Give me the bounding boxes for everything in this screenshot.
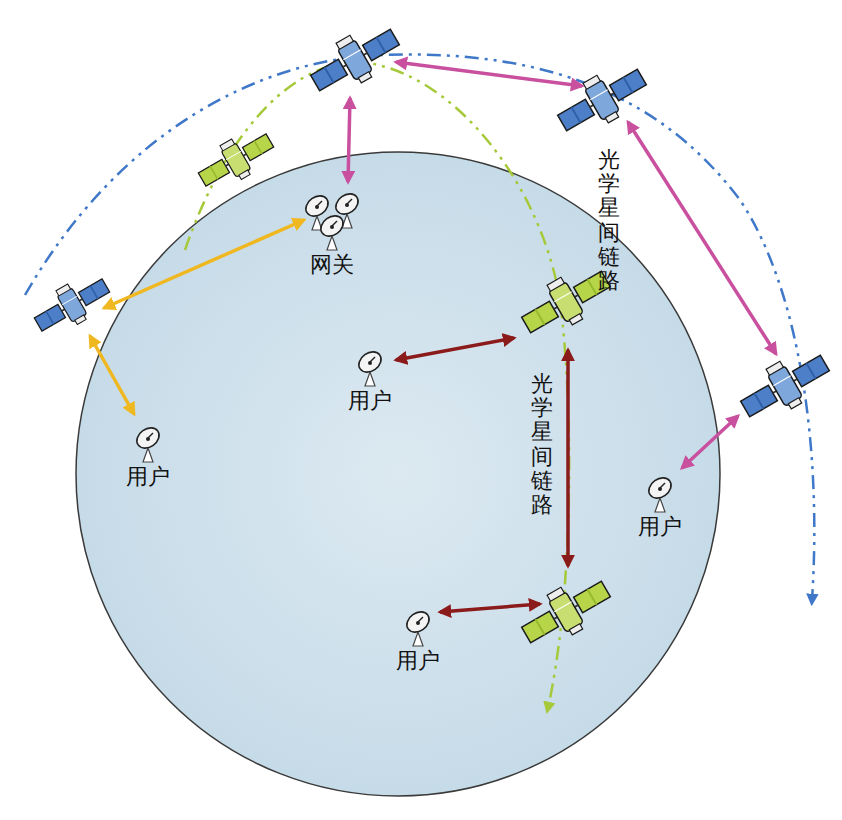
dish-antenna	[403, 608, 433, 648]
optical-link	[566, 350, 570, 566]
user-link	[396, 338, 514, 360]
satellite	[192, 123, 280, 197]
satellite	[303, 16, 406, 103]
node-label: 网关	[308, 252, 356, 278]
user-link	[682, 416, 738, 468]
node-label: 用户	[346, 388, 394, 414]
dish-antenna	[645, 474, 675, 514]
feeder-link	[104, 220, 304, 308]
satellite	[514, 568, 617, 655]
dish-antenna	[300, 190, 364, 252]
satellite	[733, 342, 836, 429]
node-label: 用户	[124, 464, 172, 490]
node-label: 用户	[394, 648, 442, 674]
node-label: 用户	[636, 514, 684, 540]
user-terminal: 用户	[346, 348, 394, 414]
feeder-link	[348, 98, 350, 182]
blue-orbit	[25, 54, 814, 600]
optical-link	[628, 122, 776, 354]
link-label: 光学星间链路	[598, 148, 620, 293]
link-label: 光学星间链路	[531, 372, 553, 517]
user-terminal: 用户	[394, 608, 442, 674]
satellite	[28, 268, 116, 342]
user-terminal: 用户	[124, 424, 172, 490]
gateway-station: 网关	[300, 190, 364, 278]
optical-link	[396, 62, 582, 86]
user-terminal: 用户	[636, 474, 684, 540]
green-orbit	[185, 62, 569, 708]
satellite	[550, 56, 653, 143]
earth	[76, 152, 720, 796]
dish-antenna	[133, 424, 163, 464]
user-link	[440, 604, 540, 612]
user-link	[90, 336, 134, 414]
dish-antenna	[355, 348, 385, 388]
